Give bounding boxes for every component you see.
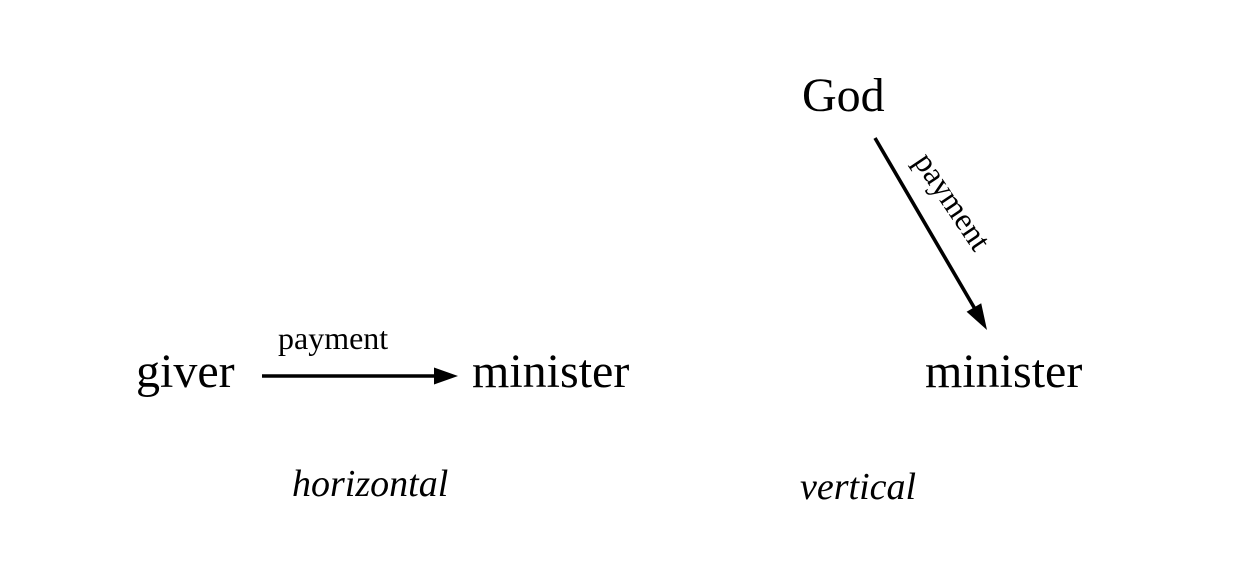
node-minister-left: minister	[472, 345, 630, 398]
arrow-label-payment-right: payment	[907, 145, 999, 257]
caption-horizontal: horizontal	[292, 463, 449, 505]
arrow-label-payment-left: payment	[278, 320, 389, 356]
horizontal-payment-arrow-icon	[262, 367, 458, 385]
node-giver: giver	[136, 345, 235, 398]
caption-vertical: vertical	[800, 466, 917, 508]
node-god: God	[802, 69, 885, 122]
node-minister-right: minister	[925, 345, 1083, 398]
